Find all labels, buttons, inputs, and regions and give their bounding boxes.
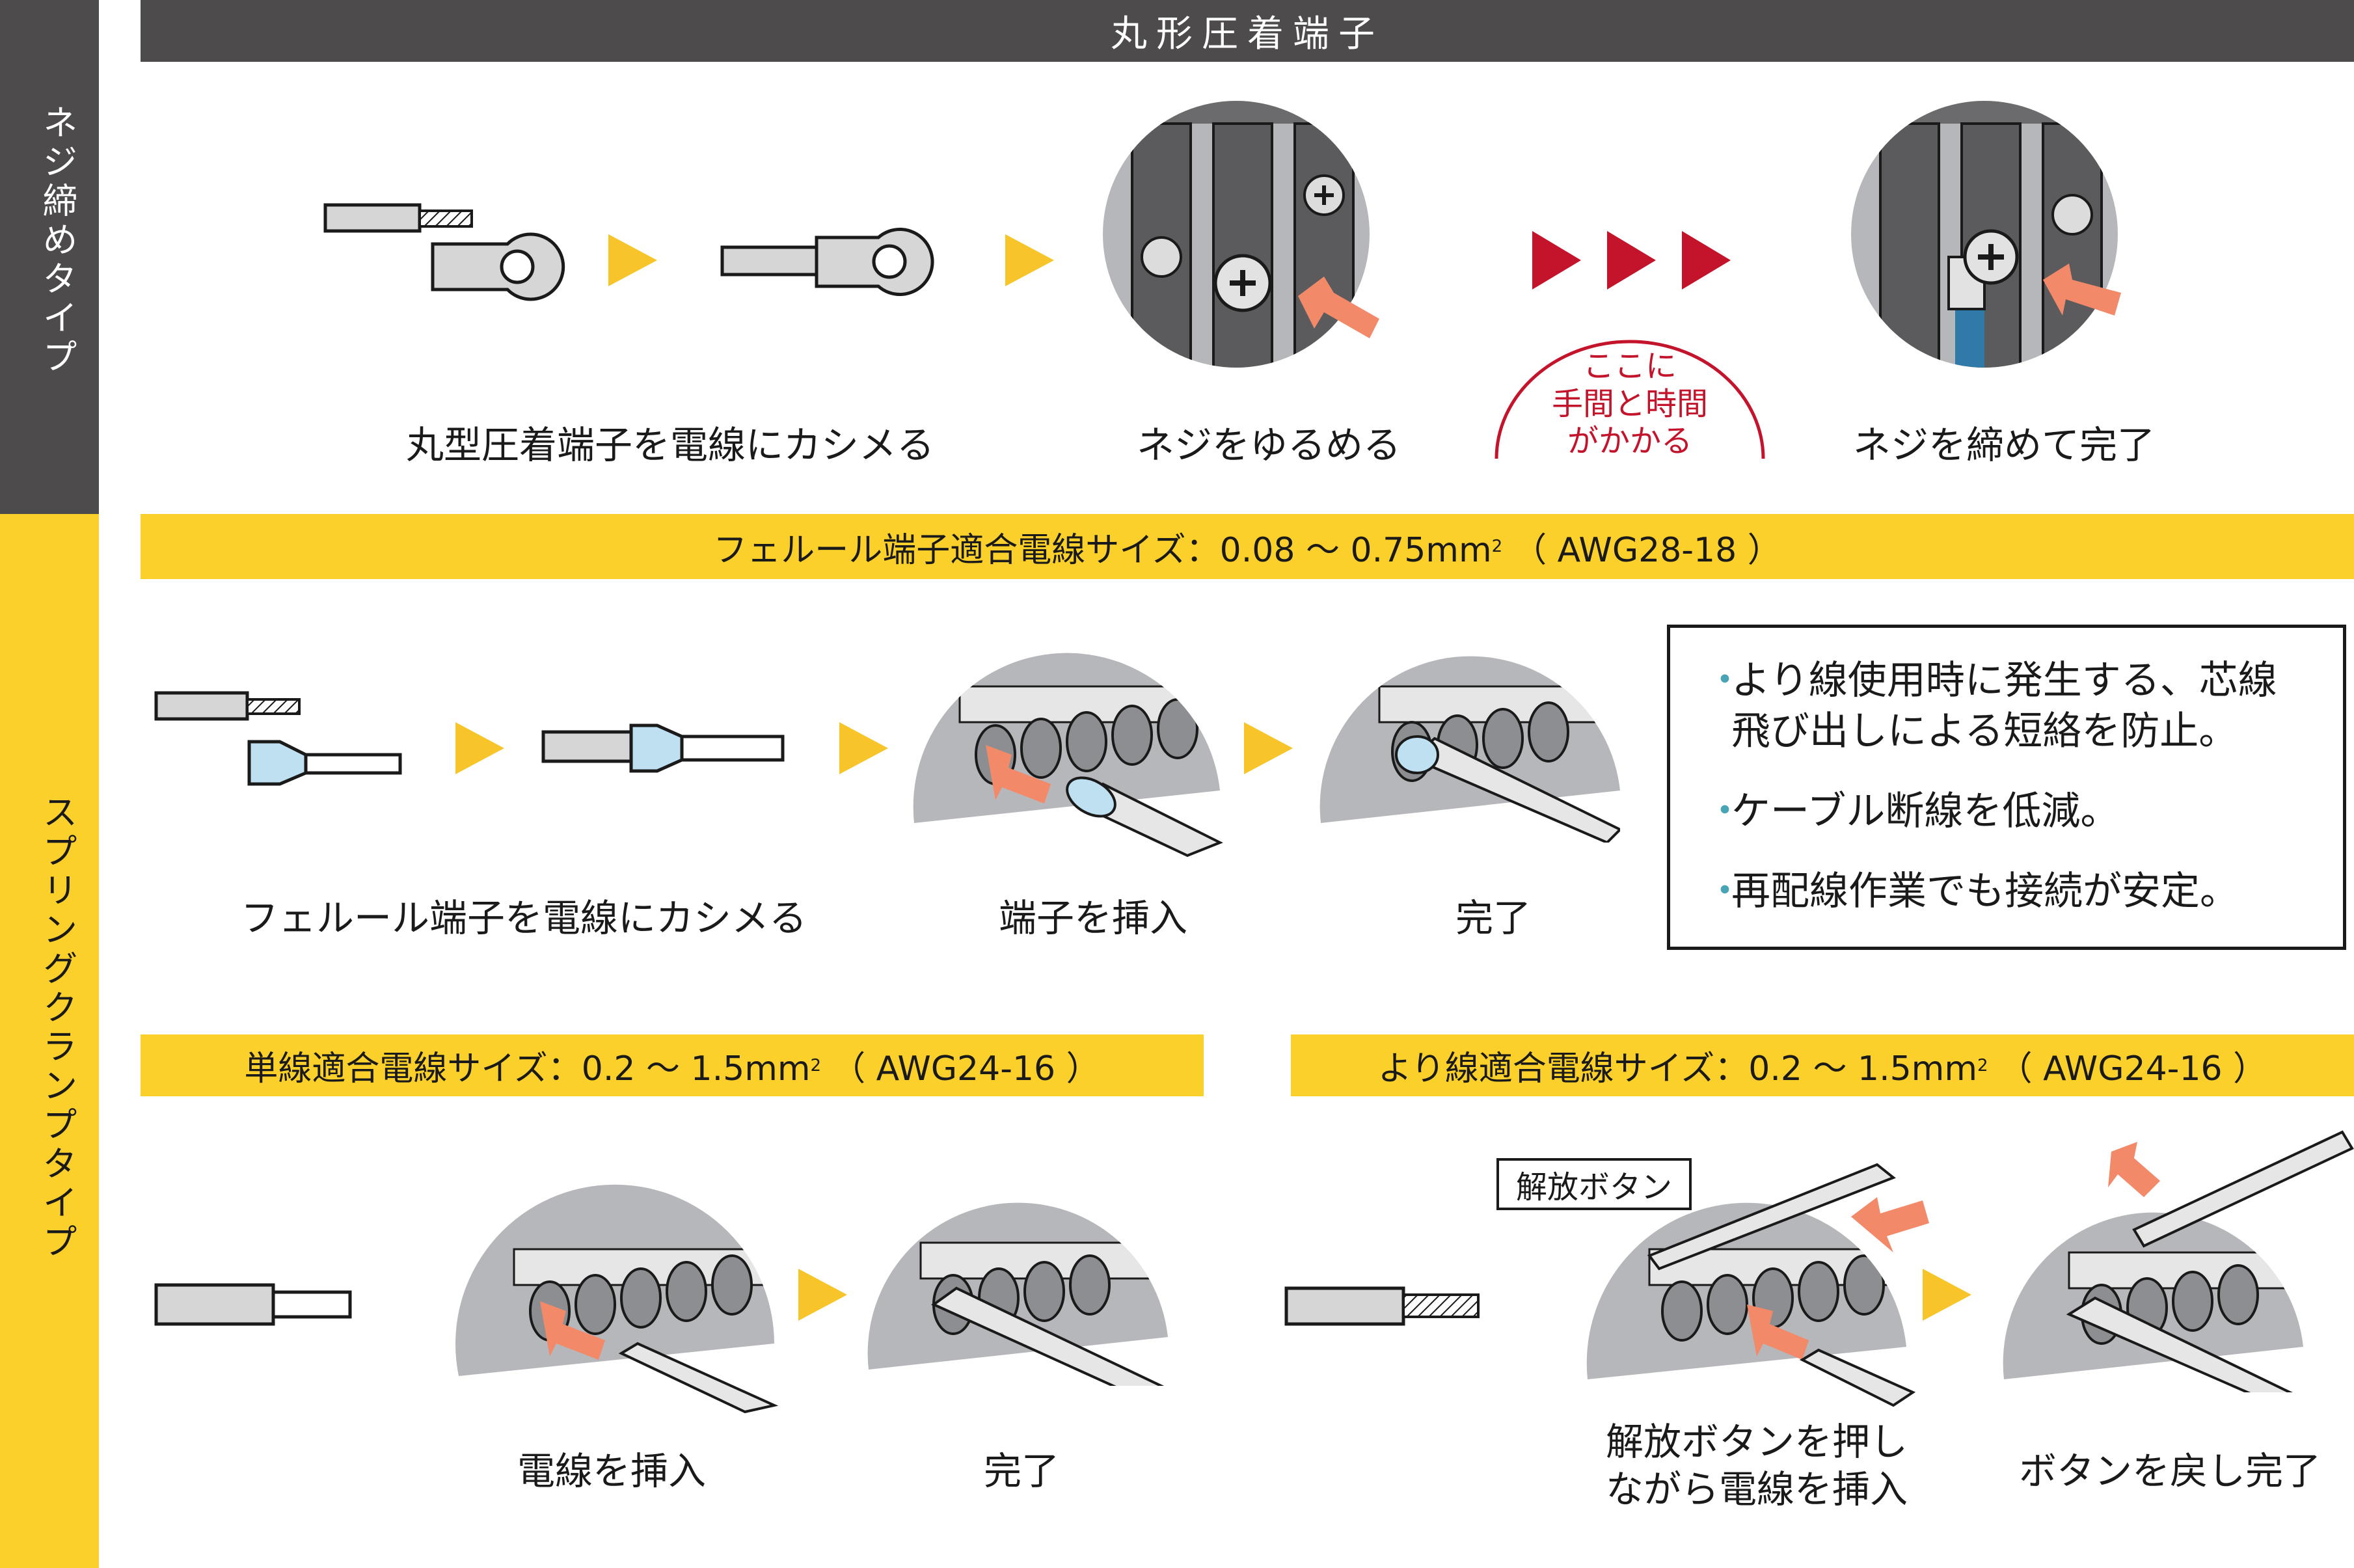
ferrule-crimped-illustration — [541, 723, 785, 773]
benefit-text: 再配線作業でも接続が安定。 — [1731, 869, 2239, 914]
stranded-wire-illustration — [1284, 1286, 1480, 1326]
time-cost-callout: ここに 手間と時間 がかかる — [1529, 348, 1731, 461]
ring-terminal-separate-illustration — [323, 203, 565, 301]
callout-line: ここに — [1582, 348, 1677, 385]
solid-step1-caption: 電線を挿入 — [517, 1449, 706, 1493]
screw-loosen-illustration — [1103, 101, 1379, 368]
sidebar-screw-type-label: ネジ締めタイプ — [36, 104, 77, 377]
stranded-done-illustration — [2003, 1130, 2354, 1392]
stranded-size-header-text: より線適合電線サイズ：0.2 〜 1.5mm — [1377, 1049, 1977, 1088]
flow-arrow-icon — [839, 722, 888, 774]
solid-done-illustration — [867, 1202, 1168, 1386]
stranded-awg-text: （ AWG24-16 ） — [1998, 1049, 2267, 1088]
bullet-icon: ・ — [1705, 658, 1744, 703]
solid-awg-text: （ AWG24-16 ） — [832, 1049, 1100, 1088]
callout-line: 手間と時間 — [1551, 385, 1708, 422]
screw-step3-caption: ネジを締めて完了 — [1852, 423, 2155, 467]
benefit-item: 飛び出しによる短絡を防止。 — [1731, 707, 2238, 757]
sidebar-screw-type: ネジ締めタイプ — [0, 0, 99, 514]
ferrule-benefits-box: ・より線使用時に発生する、芯線 飛び出しによる短絡を防止。 ・ケーブル断線を低減… — [1667, 625, 2346, 950]
sidebar-spring-type: スプリングクランプタイプ — [0, 514, 99, 1568]
solid-insert-illustration — [455, 1184, 779, 1414]
flow-arrow-icon — [1244, 722, 1293, 774]
flow-arrow-icon — [608, 234, 657, 286]
ring-terminal-crimped-illustration — [720, 228, 934, 296]
screw-section-header: 丸形圧着端子 — [141, 0, 2354, 62]
benefit-text: より線使用時に発生する、芯線 — [1731, 658, 2277, 703]
sidebar-spring-type-label: スプリングクランプタイプ — [36, 794, 77, 1262]
stranded-step2-caption: ボタンを戻し完了 — [2018, 1449, 2321, 1493]
release-button-label: 解放ボタン — [1496, 1158, 1692, 1210]
callout-arc — [1495, 340, 1765, 459]
flow-arrow-icon — [1923, 1269, 1971, 1321]
ferrule-done-illustration — [1319, 656, 1620, 843]
callout-line: がかかる — [1567, 423, 1692, 460]
ferrule-insert-illustration — [913, 653, 1223, 858]
ferrule-step2-caption: 端子を挿入 — [998, 896, 1187, 940]
stranded-step1-caption: 解放ボタンを押し ながら電線を挿入 — [1575, 1418, 1939, 1513]
caption-line: ながら電線を挿入 — [1605, 1467, 1908, 1511]
benefit-text: 飛び出しによる短絡を防止。 — [1731, 709, 2238, 754]
benefit-text: ケーブル断線を低減。 — [1731, 789, 2120, 834]
benefit-item: ・より線使用時に発生する、芯線 — [1705, 656, 2277, 706]
benefit-item: ・ケーブル断線を低減。 — [1705, 787, 2120, 837]
ferrule-step3-caption: 完了 — [1455, 896, 1531, 940]
solid-step2-caption: 完了 — [983, 1449, 1059, 1493]
ferrule-separate-illustration — [154, 691, 402, 786]
benefit-item: ・再配線作業でも接続が安定。 — [1705, 867, 2239, 917]
red-flow-arrows-icon — [1532, 231, 1731, 290]
flow-arrow-icon — [798, 1269, 847, 1321]
flow-arrow-icon — [1005, 234, 1054, 286]
solid-wire-illustration — [154, 1283, 352, 1326]
ferrule-size-header-text: フェルール端子適合電線サイズ：0.08 〜 0.75mm — [713, 530, 1492, 570]
solid-size-header-text: 単線適合電線サイズ：0.2 〜 1.5mm — [244, 1049, 811, 1088]
screw-step2-caption: ネジをゆるめる — [1136, 423, 1401, 467]
stranded-insert-illustration — [1586, 1163, 1929, 1407]
screw-step1-caption: 丸型圧着端子を電線にカシメる — [405, 423, 934, 467]
bullet-icon: ・ — [1705, 869, 1744, 914]
bullet-icon: ・ — [1705, 789, 1744, 834]
ferrule-awg-text: （ AWG28-18 ） — [1513, 530, 1781, 570]
screw-tighten-illustration — [1851, 101, 2121, 368]
caption-line: 解放ボタンを押し — [1605, 1420, 1908, 1464]
flow-arrow-icon — [455, 722, 504, 774]
ferrule-step1-caption: フェルール端子を電線にカシメる — [240, 896, 807, 940]
